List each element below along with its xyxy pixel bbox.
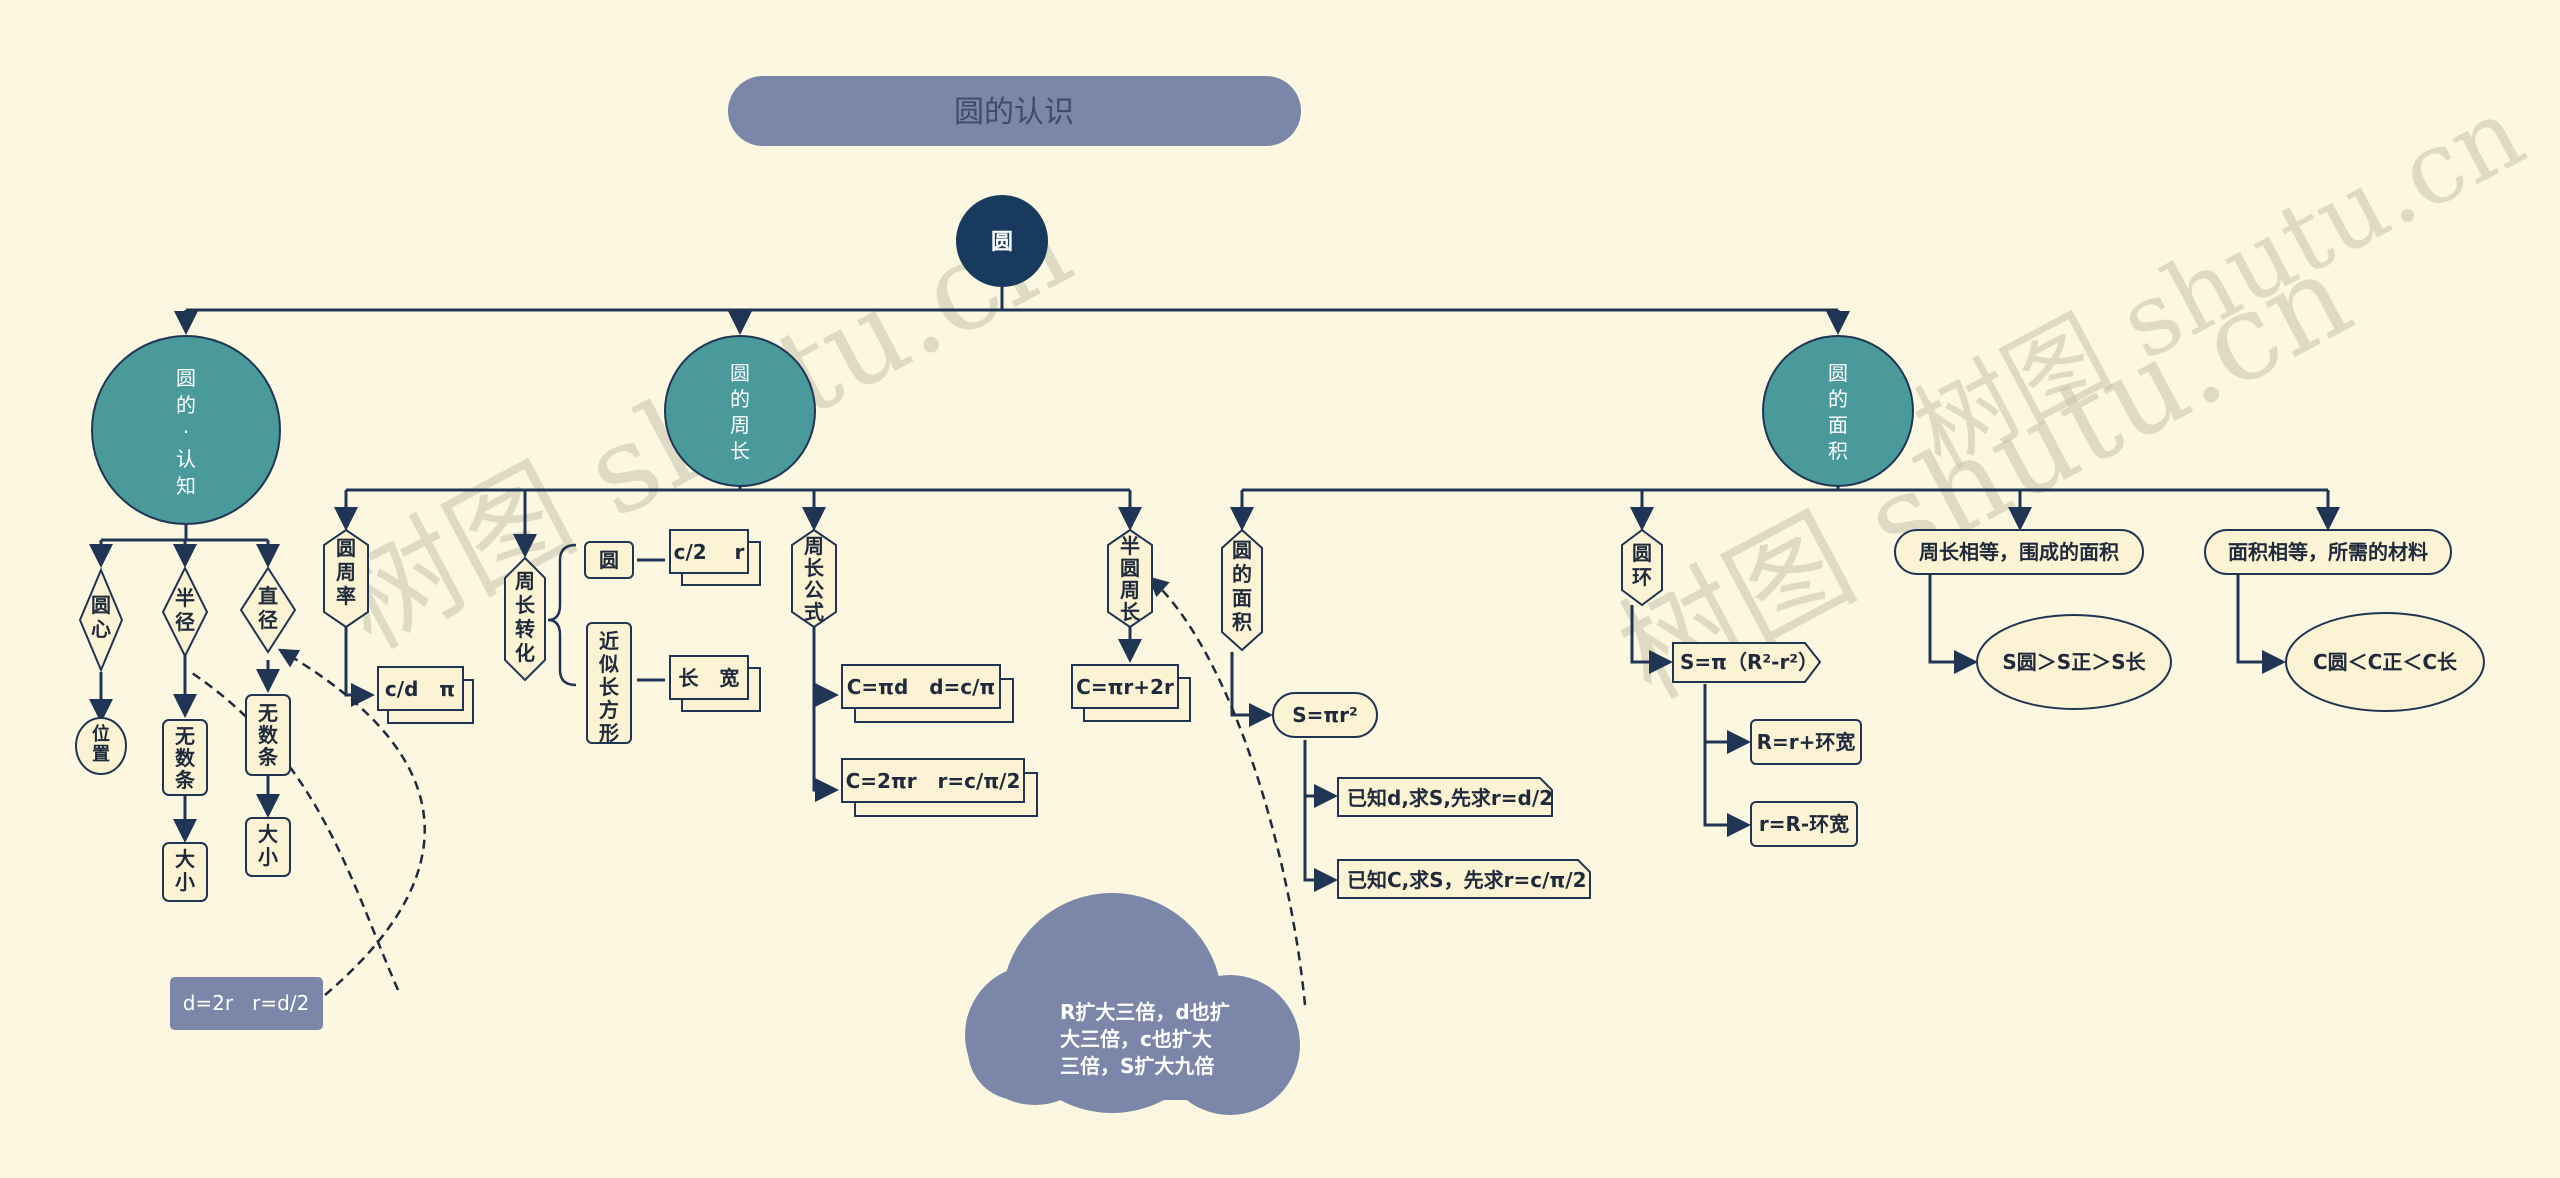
node-equal-area-result[interactable]: C圆＜C正＜C长: [2285, 612, 2485, 712]
node-transform[interactable]: 周长转化: [504, 556, 546, 682]
node-semicircle-formula-label: C=πr+2r: [1076, 675, 1174, 699]
node-formula-d-label: C=πd d=c/π: [847, 675, 996, 699]
node-equal-perimeter[interactable]: 周长相等，围成的面积: [1894, 529, 2144, 575]
node-circle[interactable]: 圆: [584, 541, 634, 579]
page-title: 圆的认识: [954, 95, 1074, 130]
node-radius-infinite[interactable]: 无数条: [162, 719, 208, 796]
node-circle-label: 圆: [599, 548, 619, 572]
node-approx-rect-label: 近似长方形: [598, 629, 620, 745]
watermark-layer: 树图 shutu.cn 树图 shutu.cn 树图 shutu.cn: [318, 74, 2541, 726]
node-area-formula[interactable]: S=πr²: [1272, 692, 1378, 738]
node-ring-outer-label: R=r+环宽: [1757, 730, 1856, 754]
cloud-note-line: 大三倍，c也扩大: [1060, 1027, 1212, 1051]
node-diameter-size-label: 大小: [258, 822, 278, 869]
node-pi-value[interactable]: c/d π: [377, 666, 474, 724]
node-length-width[interactable]: 长 宽: [669, 655, 761, 712]
node-approx-rect[interactable]: 近似长方形: [586, 622, 632, 745]
node-equal-perimeter-label: 周长相等，围成的面积: [1919, 540, 2119, 564]
branch-recognize-label: 圆的·认知: [176, 366, 196, 498]
node-length-width-label: 长 宽: [679, 666, 740, 690]
node-pi-label: 圆周率: [336, 536, 356, 608]
node-ring[interactable]: 圆环: [1621, 528, 1663, 607]
node-ring-label: 圆环: [1632, 541, 1652, 589]
dashed-links: [191, 576, 1307, 1006]
branch-perimeter[interactable]: 圆的周长: [664, 335, 816, 487]
node-area-of-circle[interactable]: 圆的面积: [1221, 528, 1263, 652]
node-radius-size-label: 大小: [175, 847, 195, 894]
node-ring-inner-label: r=R-环宽: [1759, 812, 1849, 836]
node-formula[interactable]: 周长公式: [791, 528, 837, 629]
node-ring-formula-label: S=π（R²-r²）: [1680, 650, 1818, 674]
node-given-c[interactable]: 已知C,求S，先求r=c/π/2: [1337, 859, 1591, 899]
node-ring-formula[interactable]: S=π（R²-r²）: [1672, 642, 1822, 683]
node-radius-label: 半径: [175, 586, 195, 634]
branch-perimeter-label: 圆的周长: [730, 361, 750, 463]
node-diameter[interactable]: 直径: [239, 566, 297, 654]
node-ring-inner[interactable]: r=R-环宽: [1750, 801, 1858, 847]
node-formula-r-label: C=2πr r=c/π/2: [846, 769, 1021, 793]
node-equal-area-result-label: C圆＜C正＜C长: [2313, 650, 2458, 674]
branch-recognize[interactable]: 圆的·认知: [91, 335, 281, 525]
node-equal-perimeter-result-label: S圆＞S正＞S长: [2002, 650, 2146, 674]
node-equal-perimeter-result[interactable]: S圆＞S正＞S长: [1976, 614, 2172, 710]
node-area-of-circle-label: 圆的面积: [1232, 538, 1252, 634]
node-semicircle[interactable]: 半圆周长: [1107, 528, 1153, 629]
node-pi-value-label: c/d π: [385, 677, 455, 701]
node-given-d-label: 已知d,求S,先求r=d/2: [1347, 786, 1553, 810]
relation-note[interactable]: d=2r r=d/2: [170, 977, 323, 1030]
title-banner: 圆的认识: [728, 76, 1301, 146]
relation-note-label: d=2r r=d/2: [183, 991, 310, 1015]
node-radius[interactable]: 半径: [161, 565, 209, 659]
branch-area-label: 圆的面积: [1828, 361, 1848, 463]
node-equal-area[interactable]: 面积相等，所需的材料: [2204, 529, 2452, 575]
node-half-c-r[interactable]: c/2 r: [669, 529, 761, 586]
node-given-c-label: 已知C,求S，先求r=c/π/2: [1347, 868, 1587, 892]
node-diameter-infinite-label: 无数条: [258, 701, 279, 769]
node-formula-d[interactable]: C=πd d=c/π: [841, 664, 1014, 723]
node-radius-infinite-label: 无数条: [175, 724, 196, 792]
node-half-c-r-label: c/2 r: [674, 540, 745, 564]
node-position[interactable]: 位置: [75, 717, 127, 775]
node-transform-label: 周长转化: [515, 569, 536, 665]
node-given-d[interactable]: 已知d,求S,先求r=d/2: [1337, 777, 1553, 817]
node-radius-size[interactable]: 大小: [162, 842, 208, 902]
cloud-note[interactable]: R扩大三倍，d也扩 大三倍，c也扩大 三倍，S扩大九倍: [965, 893, 1300, 1115]
cloud-note-line: R扩大三倍，d也扩: [1060, 1000, 1230, 1024]
node-diameter-label: 直径: [258, 584, 278, 632]
node-formula-label: 周长公式: [804, 534, 825, 624]
cloud-note-line: 三倍，S扩大九倍: [1060, 1054, 1214, 1078]
node-diameter-size[interactable]: 大小: [245, 817, 291, 877]
node-semicircle-label: 半圆周长: [1120, 534, 1141, 624]
node-pi[interactable]: 圆周率: [323, 528, 369, 629]
node-position-label: 位置: [92, 723, 110, 765]
root-node[interactable]: 圆: [956, 195, 1048, 287]
node-formula-r[interactable]: C=2πr r=c/π/2: [841, 758, 1038, 817]
node-equal-area-label: 面积相等，所需的材料: [2228, 540, 2428, 564]
node-center-label: 圆心: [91, 593, 111, 641]
node-area-formula-label: S=πr²: [1292, 703, 1358, 727]
node-diameter-infinite[interactable]: 无数条: [245, 694, 291, 776]
node-semicircle-formula[interactable]: C=πr+2r: [1071, 664, 1191, 722]
root-label: 圆: [991, 230, 1013, 255]
branch-area[interactable]: 圆的面积: [1762, 335, 1914, 487]
node-center[interactable]: 圆心: [78, 567, 124, 673]
node-ring-outer[interactable]: R=r+环宽: [1750, 719, 1862, 765]
